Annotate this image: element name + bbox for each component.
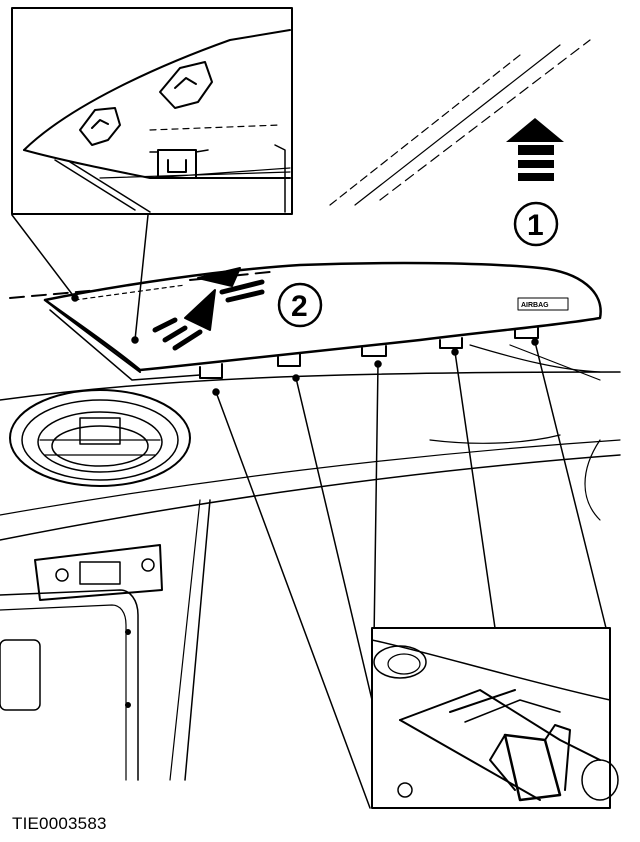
- figure-id-label: TIE0003583: [12, 814, 107, 833]
- dashboard-scene: [0, 39, 621, 781]
- leader-lines: [11, 214, 607, 809]
- panel-clips: [199, 327, 539, 379]
- switch-panel: [34, 544, 163, 601]
- callout-1: 1: [506, 118, 564, 247]
- airbag-trim-panel: AIRBAG: [43, 261, 602, 381]
- callout-2-number: 2: [291, 290, 308, 323]
- up-arrow-icon: [506, 118, 564, 142]
- detail-inset-top: [11, 7, 293, 215]
- callout-1-number: 1: [527, 209, 544, 242]
- detail-inset-bottom: [371, 627, 619, 809]
- airbag-badge-label: AIRBAG: [521, 302, 549, 309]
- callout-2: 2: [277, 282, 323, 328]
- panel-movement-arrows: [152, 267, 265, 351]
- air-vent: [9, 389, 191, 487]
